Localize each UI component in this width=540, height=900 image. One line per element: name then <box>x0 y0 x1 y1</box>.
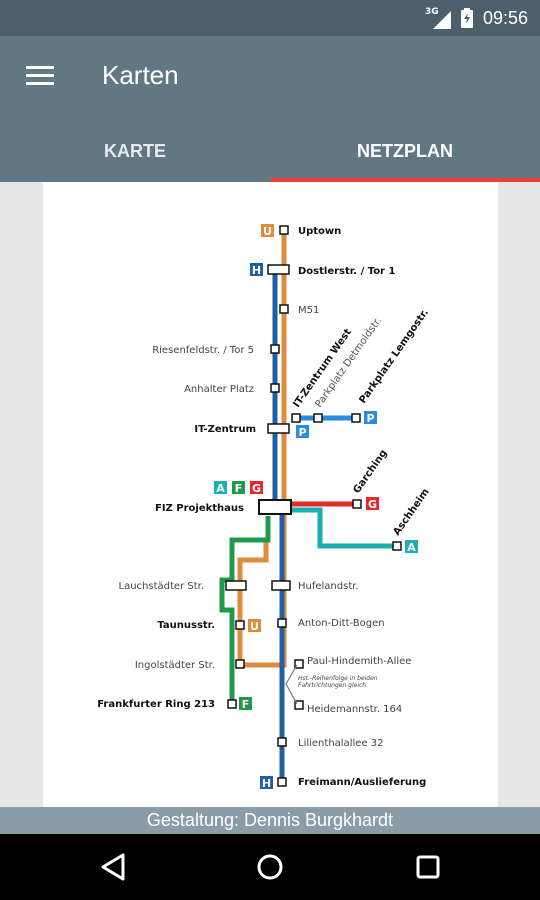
badge-u-label: U <box>263 225 272 238</box>
badge-f-2 <box>239 697 252 710</box>
badge-u-2 <box>248 619 261 632</box>
tab-karte[interactable]: KARTE <box>104 140 166 161</box>
station-dostlerstr[interactable]: Dostlerstr. / Tor 1 <box>298 266 395 277</box>
station-taunusstr[interactable]: Taunusstr. <box>157 620 215 631</box>
network-type: 3G <box>424 7 439 17</box>
stop-marker <box>279 225 289 235</box>
badge-p-label: P <box>298 426 306 439</box>
station-lilienthalallee[interactable]: Lilienthalallee 32 <box>298 738 383 749</box>
status-icons: 3G 09:56 <box>425 0 528 36</box>
station-anton-ditt-bogen[interactable]: Anton-Ditt-Bogen <box>298 618 385 629</box>
stop-marker <box>352 499 362 509</box>
tab-indicator <box>270 178 540 182</box>
direction-note: Hst.-Reihenfolge in beiden Fahrtrichtung… <box>298 675 378 689</box>
line-a <box>290 507 396 549</box>
stop-marker <box>294 659 304 669</box>
station-heidemannstr[interactable]: Heidemannstr. 164 <box>307 704 402 715</box>
station-freimann[interactable]: Freimann/Auslieferung <box>298 777 426 788</box>
badge-a-2 <box>405 540 418 553</box>
back-icon[interactable] <box>96 850 130 884</box>
stop-marker <box>313 413 323 423</box>
badge-h-2 <box>260 776 273 789</box>
stop-marker <box>227 699 237 709</box>
line-f <box>219 516 271 704</box>
stop-marker <box>270 344 280 354</box>
battery-icon <box>460 8 473 28</box>
tab-netzplan[interactable]: NETZPLAN <box>357 140 453 161</box>
credit-footer: Gestaltung: Dennis Burgkhardt <box>0 807 540 834</box>
badge-h-label: H <box>252 264 261 277</box>
station-lauchstaedter-str[interactable]: Lauchstädter Str. <box>119 581 204 592</box>
station-hufelandstr[interactable]: Hufelandstr. <box>298 581 359 592</box>
home-icon[interactable] <box>253 850 287 884</box>
badge-g-label: G <box>252 482 261 495</box>
station-ingolstaedter-str[interactable]: Ingolstädter Str. <box>135 660 215 671</box>
badge-u <box>261 224 274 237</box>
stop-marker <box>267 264 290 275</box>
app-bar <box>0 36 540 182</box>
station-paul-hindemith-allee[interactable]: Paul-Hindemith-Allee <box>307 656 411 667</box>
badge-a-label: A <box>216 482 225 495</box>
stop-marker <box>294 700 304 710</box>
stop-marker <box>277 618 287 628</box>
stop-marker <box>277 777 287 787</box>
stop-marker <box>225 580 247 591</box>
stop-marker <box>270 383 280 393</box>
badge-u-2-label: U <box>250 620 259 633</box>
status-bar: 3G 09:56 <box>0 0 540 36</box>
badge-p-2 <box>364 411 377 424</box>
stop-marker <box>392 541 402 551</box>
badge-g-2 <box>366 497 379 510</box>
badge-f-2-label: F <box>242 698 250 711</box>
stop-marker <box>235 620 245 630</box>
badge-a <box>214 481 227 494</box>
direction-bracket <box>285 664 298 705</box>
signal-icon: 3G <box>425 7 451 29</box>
station-uptown[interactable]: Uptown <box>298 226 341 237</box>
station-parkplatz-lemgostr[interactable]: Parkplatz Lemgostr. <box>357 307 431 405</box>
station-aschheim[interactable]: Aschheim <box>391 487 431 538</box>
station-garching[interactable]: Garching <box>351 448 389 496</box>
recents-icon[interactable] <box>411 850 445 884</box>
stop-marker <box>277 737 287 747</box>
clock: 09:56 <box>482 7 528 28</box>
stop-marker <box>279 304 289 314</box>
page-title: Karten <box>102 60 179 90</box>
badge-f <box>232 481 245 494</box>
stop-marker <box>291 413 301 423</box>
station-m51[interactable]: M51 <box>298 305 319 316</box>
stop-marker <box>351 413 361 423</box>
badge-g-2-label: G <box>368 498 377 511</box>
badge-h-2-label: H <box>262 777 271 790</box>
stop-marker <box>258 499 292 515</box>
badge-h <box>250 263 263 276</box>
station-fiz-projekthaus[interactable]: FIZ Projekthaus <box>155 503 244 514</box>
station-riesenfeldstr[interactable]: Riesenfeldstr. / Tor 5 <box>152 345 254 356</box>
stop-marker <box>271 580 291 591</box>
badge-g <box>250 481 263 494</box>
stop-marker <box>235 659 245 669</box>
badge-p-2-label: P <box>366 412 374 425</box>
network-map-diagram: U H P P A F G G A U F H Riesenfeldstr. /… <box>97 224 432 790</box>
badge-a-2-label: A <box>407 541 416 554</box>
network-map[interactable]: U H P P A F G G A U F H Riesenfeldstr. /… <box>43 182 498 807</box>
station-it-zentrum[interactable]: IT-Zentrum <box>194 424 256 435</box>
badge-f-label: F <box>235 482 243 495</box>
badge-p <box>296 425 309 438</box>
stop-marker <box>267 423 290 434</box>
station-anhalter-platz[interactable]: Anhalter Platz <box>184 384 254 395</box>
station-frankfurter-ring[interactable]: Frankfurter Ring 213 <box>97 699 215 710</box>
menu-icon[interactable] <box>26 66 54 86</box>
nav-bar <box>0 834 540 900</box>
